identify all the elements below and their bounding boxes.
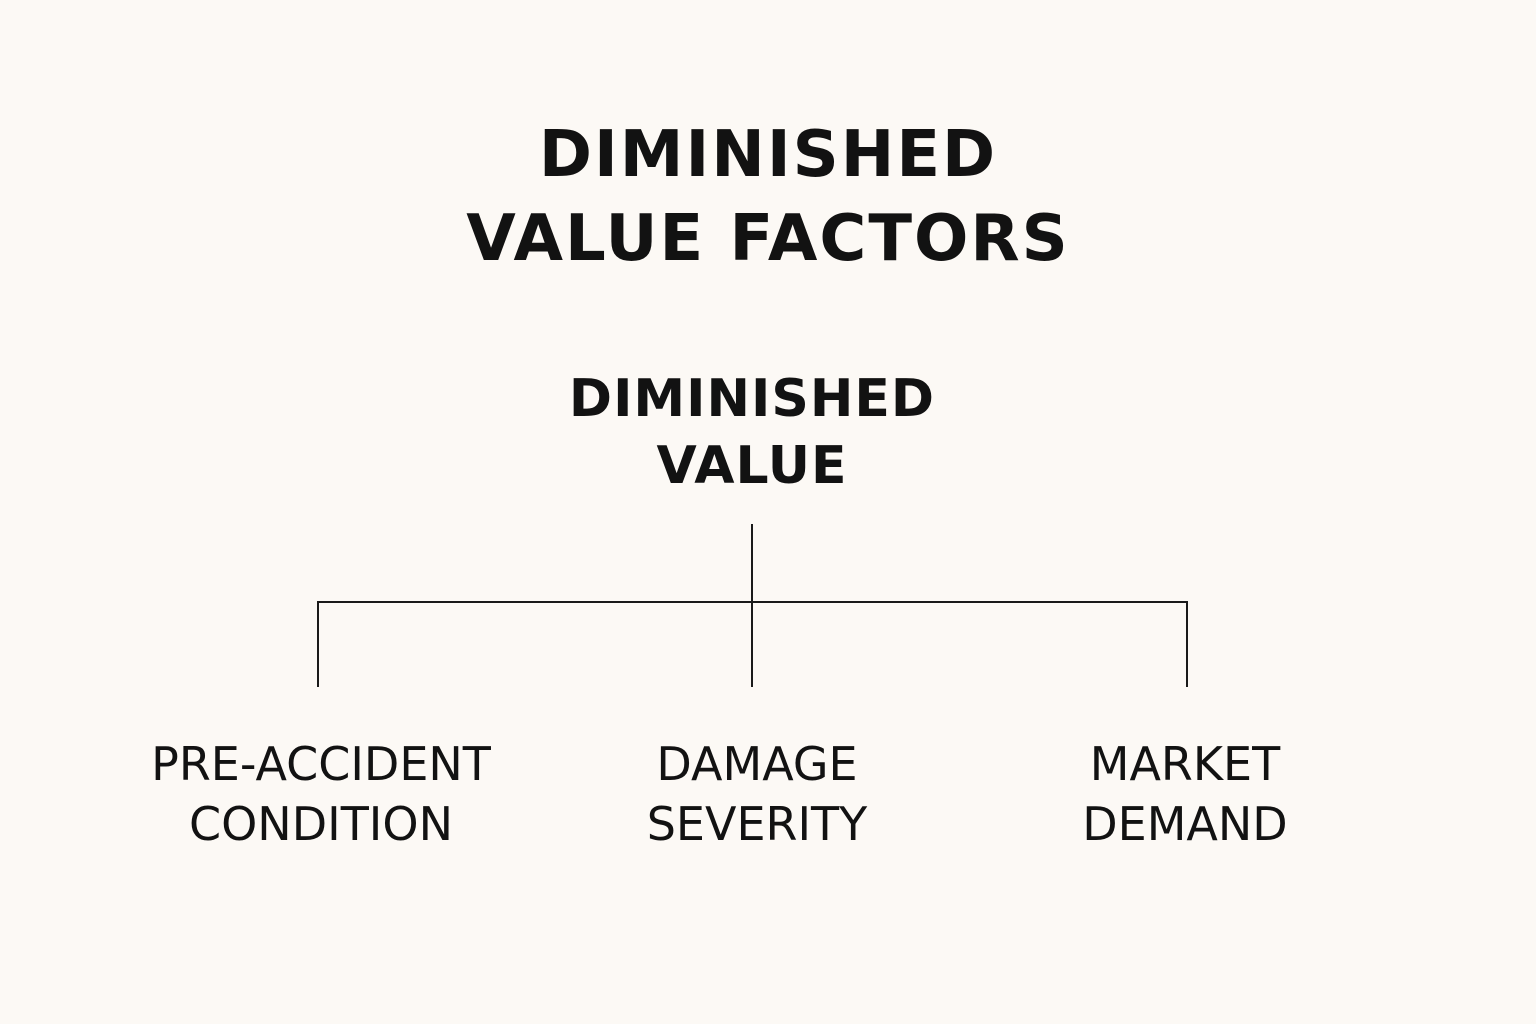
child-node-line-1: MARKET (1089, 737, 1281, 791)
child-node-line-2: CONDITION (188, 797, 453, 851)
child-node-line-2: SEVERITY (646, 797, 868, 851)
title-line-2: VALUE FACTORS (466, 202, 1070, 276)
child-node-pre-accident-condition: PRE-ACCIDENT CONDITION (111, 734, 531, 854)
child-node-line-1: PRE-ACCIDENT (151, 737, 491, 791)
root-node-line-1: DIMINISHED (568, 369, 936, 429)
child-node-line-2: DEMAND (1082, 797, 1288, 851)
child-node-line-1: DAMAGE (656, 737, 858, 791)
child-node-damage-severity: DAMAGE SEVERITY (547, 734, 967, 854)
title-line-1: DIMINISHED (538, 118, 998, 192)
root-node-line-2: VALUE (656, 436, 848, 496)
child-node-market-demand: MARKET DEMAND (975, 734, 1395, 854)
